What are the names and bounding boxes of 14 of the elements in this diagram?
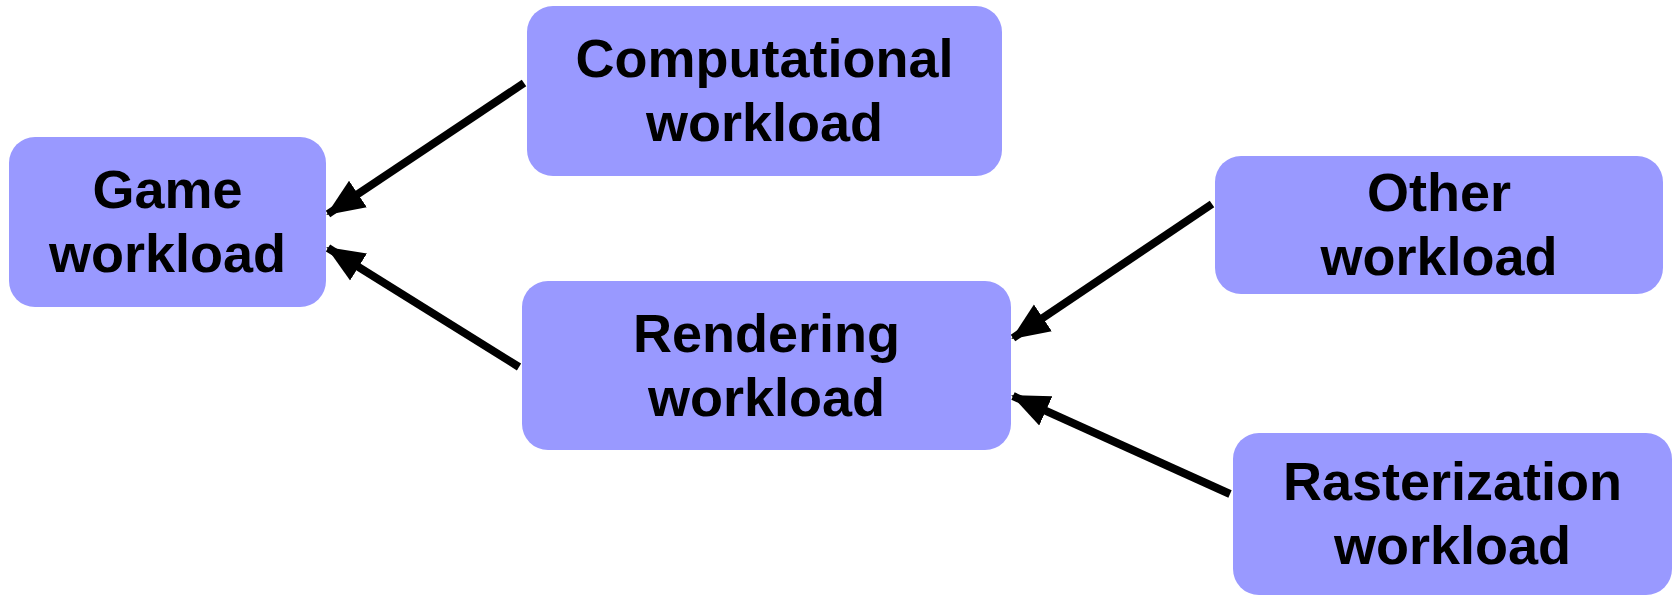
process-box bbox=[522, 281, 1011, 450]
process-box bbox=[527, 6, 1002, 176]
arrow bbox=[325, 79, 527, 218]
box-label: Other workload bbox=[1319, 161, 1559, 288]
box-label: Game workload bbox=[47, 158, 287, 285]
box-label: Computational workload bbox=[574, 27, 955, 154]
arrow bbox=[325, 244, 522, 371]
arrow bbox=[1011, 392, 1232, 498]
box-label: Rendering workload bbox=[632, 301, 901, 429]
process-box bbox=[9, 137, 326, 307]
arrow bbox=[1010, 200, 1215, 342]
box-label: Rasterization workload bbox=[1281, 450, 1624, 577]
process-box bbox=[1233, 433, 1672, 595]
process-box bbox=[1215, 156, 1663, 294]
